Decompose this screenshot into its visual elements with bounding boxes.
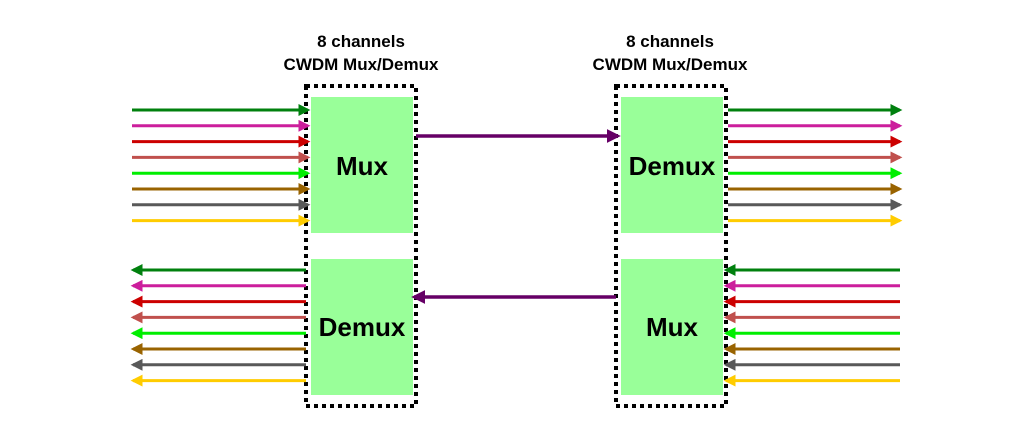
left-top-block-label: Mux xyxy=(336,151,389,181)
left-demux-block xyxy=(311,259,413,395)
right-demux-block xyxy=(621,97,723,233)
right-bottom-block-label: Mux xyxy=(646,312,699,342)
right-unit-title-line2: CWDM Mux/Demux xyxy=(593,55,748,74)
right-unit-outline xyxy=(614,84,728,408)
right-unit-title-line1: 8 channels xyxy=(626,32,714,51)
left-unit-title-line1: 8 channels xyxy=(317,32,405,51)
left-bottom-block-label: Demux xyxy=(319,312,406,342)
channel-arrows xyxy=(130,104,903,387)
right-mux-block xyxy=(621,259,723,395)
trunk-links xyxy=(411,129,621,304)
left-unit-title-line2: CWDM Mux/Demux xyxy=(284,55,439,74)
left-unit-outline xyxy=(304,84,418,408)
left-mux-block xyxy=(311,97,413,233)
right-top-block-label: Demux xyxy=(629,151,716,181)
